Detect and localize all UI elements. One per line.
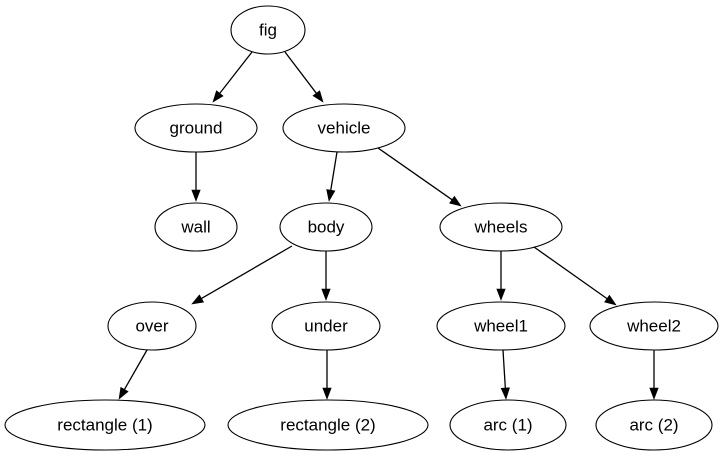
arrowhead-icon — [326, 189, 336, 202]
arrowhead-icon — [500, 387, 510, 400]
edge-wheels-to-wheel2 — [533, 246, 617, 306]
edge-ground-to-wall — [191, 152, 201, 202]
arrowhead-icon — [212, 90, 224, 103]
edge-line — [533, 246, 609, 301]
node-label: over — [135, 316, 168, 335]
node-wheels[interactable]: wheels — [439, 202, 563, 252]
arrowhead-icon — [322, 387, 332, 400]
node-ellipse-shape[interactable] — [436, 301, 566, 351]
arrowhead-icon — [321, 288, 331, 301]
node-label: arc (1) — [483, 415, 532, 434]
edge-vehicle-to-body — [326, 151, 338, 202]
node-ellipse-shape[interactable] — [595, 399, 713, 451]
node-label: vehicle — [318, 118, 371, 137]
edge-line — [218, 51, 253, 95]
edge-wheel2-to-arc2 — [649, 350, 659, 400]
node-label: wheel2 — [626, 316, 681, 335]
edge-line — [377, 147, 454, 202]
edge-under-to-rectangle2 — [322, 350, 332, 400]
node-label: ground — [170, 118, 223, 137]
node-ellipse-shape[interactable] — [154, 202, 238, 252]
node-rectangle2[interactable]: rectangle (2) — [227, 399, 429, 451]
node-label: wheel1 — [473, 316, 528, 335]
edge-body-to-under — [321, 251, 331, 301]
node-ground[interactable]: ground — [134, 103, 258, 153]
node-ellipse-shape[interactable] — [282, 103, 406, 153]
edge-line — [123, 349, 148, 392]
nodes-layer: fig ground vehicle wall body wheels over under w… — [4, 5, 719, 451]
arrowhead-icon — [312, 90, 324, 103]
node-label: under — [304, 316, 348, 335]
node-ellipse-shape[interactable] — [279, 202, 373, 252]
edge-vehicle-to-wheels — [377, 147, 462, 207]
node-wheel1[interactable]: wheel1 — [436, 301, 566, 351]
node-ellipse-shape[interactable] — [134, 103, 258, 153]
node-arc2[interactable]: arc (2) — [595, 399, 713, 451]
node-ellipse-shape[interactable] — [230, 5, 306, 55]
edge-wheels-to-wheel1 — [496, 251, 506, 301]
edge-fig-to-vehicle — [284, 51, 324, 103]
node-ellipse-shape[interactable] — [271, 301, 381, 351]
node-ellipse-shape[interactable] — [449, 399, 567, 451]
node-label: wheels — [474, 217, 528, 236]
edge-body-to-over — [191, 245, 293, 305]
edge-wheel1-to-arc1 — [500, 349, 510, 400]
node-vehicle[interactable]: vehicle — [282, 103, 406, 153]
edge-line — [284, 51, 318, 95]
edge-over-to-rectangle1 — [118, 349, 148, 400]
node-label: fig — [259, 20, 277, 39]
node-ellipse-shape[interactable] — [4, 399, 206, 451]
arrowhead-icon — [604, 294, 617, 306]
edges-layer — [118, 51, 659, 400]
edge-line — [199, 245, 293, 300]
node-label: wall — [180, 217, 210, 236]
node-wall[interactable]: wall — [154, 202, 238, 252]
node-label: rectangle (1) — [57, 415, 152, 434]
node-label: body — [308, 217, 345, 236]
node-ellipse-shape[interactable] — [439, 202, 563, 252]
node-ellipse-shape[interactable] — [227, 399, 429, 451]
node-ellipse-shape[interactable] — [589, 301, 719, 351]
node-label: rectangle (2) — [280, 415, 375, 434]
node-ellipse-shape[interactable] — [107, 301, 197, 351]
arrowhead-icon — [449, 195, 462, 207]
arrowhead-icon — [496, 288, 506, 301]
node-under[interactable]: under — [271, 301, 381, 351]
node-fig[interactable]: fig — [230, 5, 306, 55]
arrowhead-icon — [649, 387, 659, 400]
node-over[interactable]: over — [107, 301, 197, 351]
node-wheel2[interactable]: wheel2 — [589, 301, 719, 351]
edge-line — [502, 349, 507, 390]
arrowhead-icon — [118, 386, 129, 400]
edge-line — [329, 151, 338, 192]
node-body[interactable]: body — [279, 202, 373, 252]
edge-fig-to-ground — [212, 51, 253, 103]
arrowhead-icon — [191, 294, 205, 305]
arrowhead-icon — [191, 189, 201, 202]
node-label: arc (2) — [629, 415, 678, 434]
node-rectangle1[interactable]: rectangle (1) — [4, 399, 206, 451]
node-arc1[interactable]: arc (1) — [449, 399, 567, 451]
